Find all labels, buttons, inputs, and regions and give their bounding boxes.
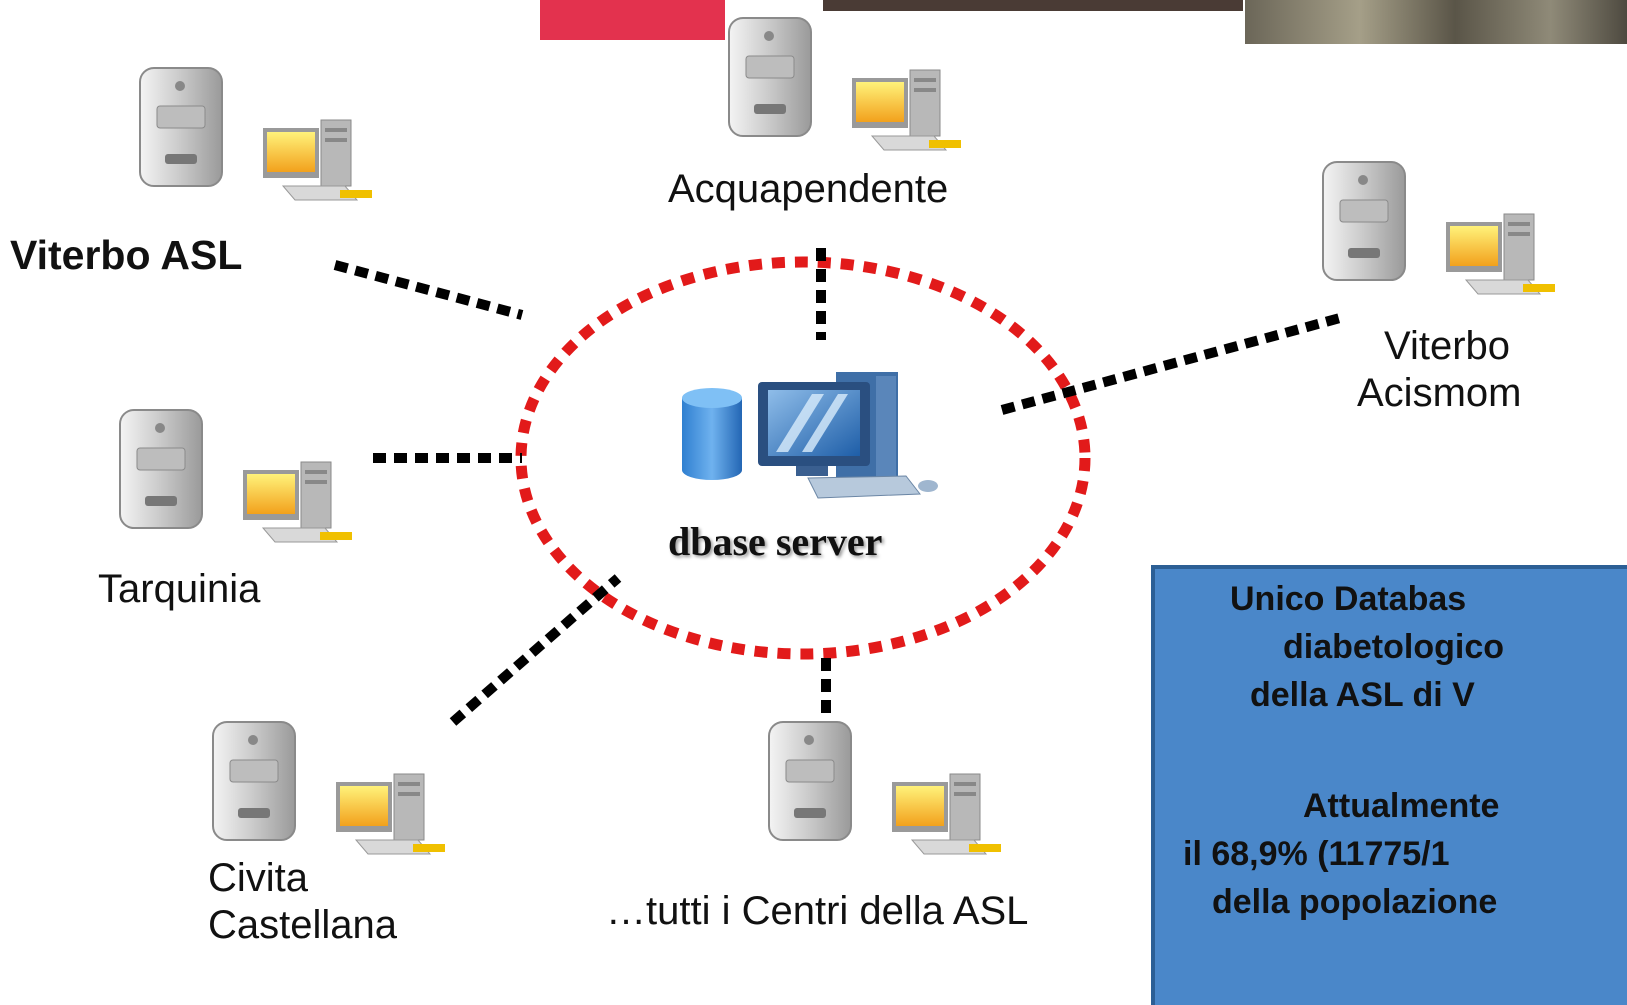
server-ring (515, 256, 1091, 660)
node-label-castellana: Castellana (208, 903, 398, 947)
info-line-5: il 68,9% (11775/1 (1183, 835, 1450, 873)
server-label: dbase server (668, 519, 883, 564)
banner-photo (1245, 0, 1627, 44)
workstation-viterbo-acismom-icon (1318, 152, 1568, 312)
node-label-civita: Civita (208, 856, 309, 900)
node-label-tutti-centri: …tutti i Centri della ASL (606, 889, 1029, 933)
workstation-tutti-icon (764, 712, 1014, 872)
node-label-acismom: Acismom (1357, 371, 1522, 415)
node-label-viterbo: Viterbo (1384, 324, 1511, 368)
workstation-acquapendente-icon (724, 8, 974, 168)
info-line-1: Unico Databas (1230, 580, 1467, 618)
banner-dark-strip (823, 0, 1243, 11)
connector-viterbo-asl (333, 260, 524, 320)
info-line-2: diabetologico (1283, 628, 1504, 666)
node-label-tarquinia: Tarquinia (98, 567, 261, 611)
info-line-6: della popolazione (1212, 883, 1498, 921)
workstation-tarquinia-icon (115, 400, 365, 560)
banner-red-strip (540, 0, 725, 40)
connector-viterbo-acismom (1000, 313, 1342, 415)
node-label-viterbo-asl: Viterbo ASL (10, 232, 243, 278)
connector-civita (449, 574, 622, 726)
info-box (1151, 565, 1627, 1005)
node-label-acquapendente: Acquapendente (668, 167, 949, 211)
info-line-3: della ASL di V (1250, 676, 1475, 714)
info-line-4: Attualmente (1303, 787, 1500, 825)
workstation-civita-icon (208, 712, 458, 872)
server-computer-icon (682, 372, 938, 499)
workstation-viterbo-asl-icon (135, 58, 385, 218)
